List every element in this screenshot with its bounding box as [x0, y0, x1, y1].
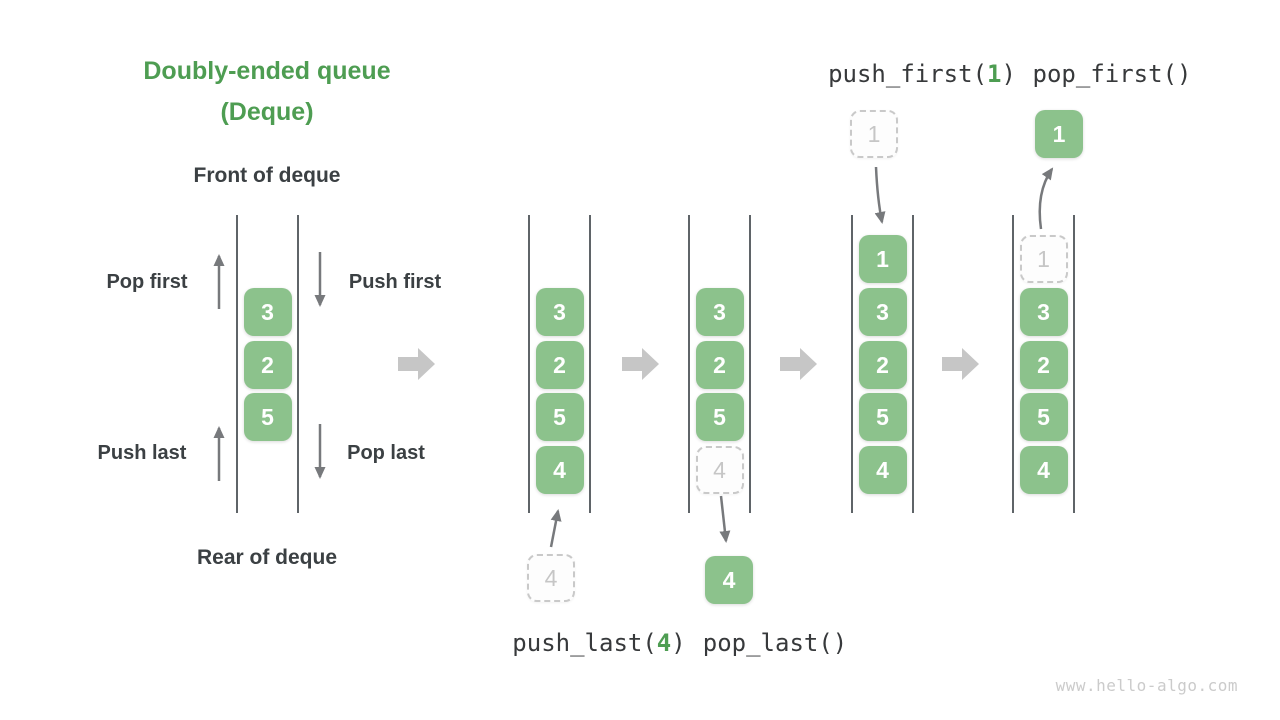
- queue-cell: 3: [535, 288, 584, 336]
- transition-arrow-3: [780, 348, 817, 380]
- queue-cell: 3: [1019, 288, 1068, 336]
- queue-cell: 4: [535, 446, 584, 494]
- op-arg: 1: [987, 60, 1002, 88]
- pop-last-label: Pop last: [347, 442, 425, 464]
- push-first-insert-arrow: [874, 166, 886, 224]
- queue-initial: 3 2 5: [236, 215, 299, 513]
- queue-cell: 4: [1019, 446, 1068, 494]
- queue-cell: 5: [243, 393, 292, 441]
- rear-of-deque-label: Rear of deque: [196, 546, 338, 569]
- incoming-cell-1: 1: [850, 110, 898, 158]
- queue-cell: 2: [1019, 341, 1068, 389]
- queue-cell: 5: [1019, 393, 1068, 441]
- op-text: push_first(: [828, 60, 988, 88]
- queue-cell: 5: [695, 393, 744, 441]
- queue-cell: 2: [243, 341, 292, 389]
- queue-cell: 1: [858, 235, 907, 283]
- queue-after-pop-first: 1 3 2 5 4: [1012, 215, 1075, 513]
- removed-cell-slot: 4: [695, 446, 744, 494]
- op-push-first: push_first(1): [828, 60, 1016, 88]
- op-push-last: push_last(4): [512, 629, 685, 657]
- pop-first-label: Pop first: [106, 271, 188, 293]
- push-first-label: Push first: [348, 271, 442, 293]
- queue-cell: 2: [858, 341, 907, 389]
- transition-arrow-1: [398, 348, 435, 380]
- op-text: ): [1001, 60, 1016, 88]
- queue-cell: 3: [858, 288, 907, 336]
- title-line-2: (Deque): [220, 98, 314, 126]
- op-text: ): [671, 629, 686, 657]
- transition-arrow-4: [942, 348, 979, 380]
- queue-cell: 2: [695, 341, 744, 389]
- outgoing-cell-4: 4: [705, 556, 753, 604]
- queue-after-push-first: 1 3 2 5 4: [851, 215, 914, 513]
- queue-cell: 5: [858, 393, 907, 441]
- queue-after-push-last: 3 2 5 4: [528, 215, 591, 513]
- queue-after-pop-last: 3 2 5 4: [688, 215, 751, 513]
- transition-arrow-2: [622, 348, 659, 380]
- title-line-1: Doubly-ended queue: [143, 57, 391, 85]
- op-pop-first: pop_first(): [1032, 60, 1192, 88]
- queue-cell: 3: [243, 288, 292, 336]
- push-last-insert-arrow: [549, 509, 562, 548]
- queue-cell: 4: [858, 446, 907, 494]
- removed-cell-slot: 1: [1019, 235, 1068, 283]
- incoming-cell-4: 4: [527, 554, 575, 602]
- diagram-title: Doubly-ended queue (Deque): [143, 51, 390, 133]
- queue-cell: 3: [695, 288, 744, 336]
- queue-cell: 5: [535, 393, 584, 441]
- op-arg: 4: [656, 629, 672, 657]
- op-text: push_last(: [512, 629, 657, 657]
- front-of-deque-label: Front of deque: [193, 164, 341, 187]
- op-pop-last: pop_last(): [702, 629, 848, 657]
- queue-cell: 2: [535, 341, 584, 389]
- push-last-label: Push last: [97, 442, 187, 464]
- watermark: www.hello-algo.com: [1055, 676, 1238, 695]
- outgoing-cell-1: 1: [1035, 110, 1083, 158]
